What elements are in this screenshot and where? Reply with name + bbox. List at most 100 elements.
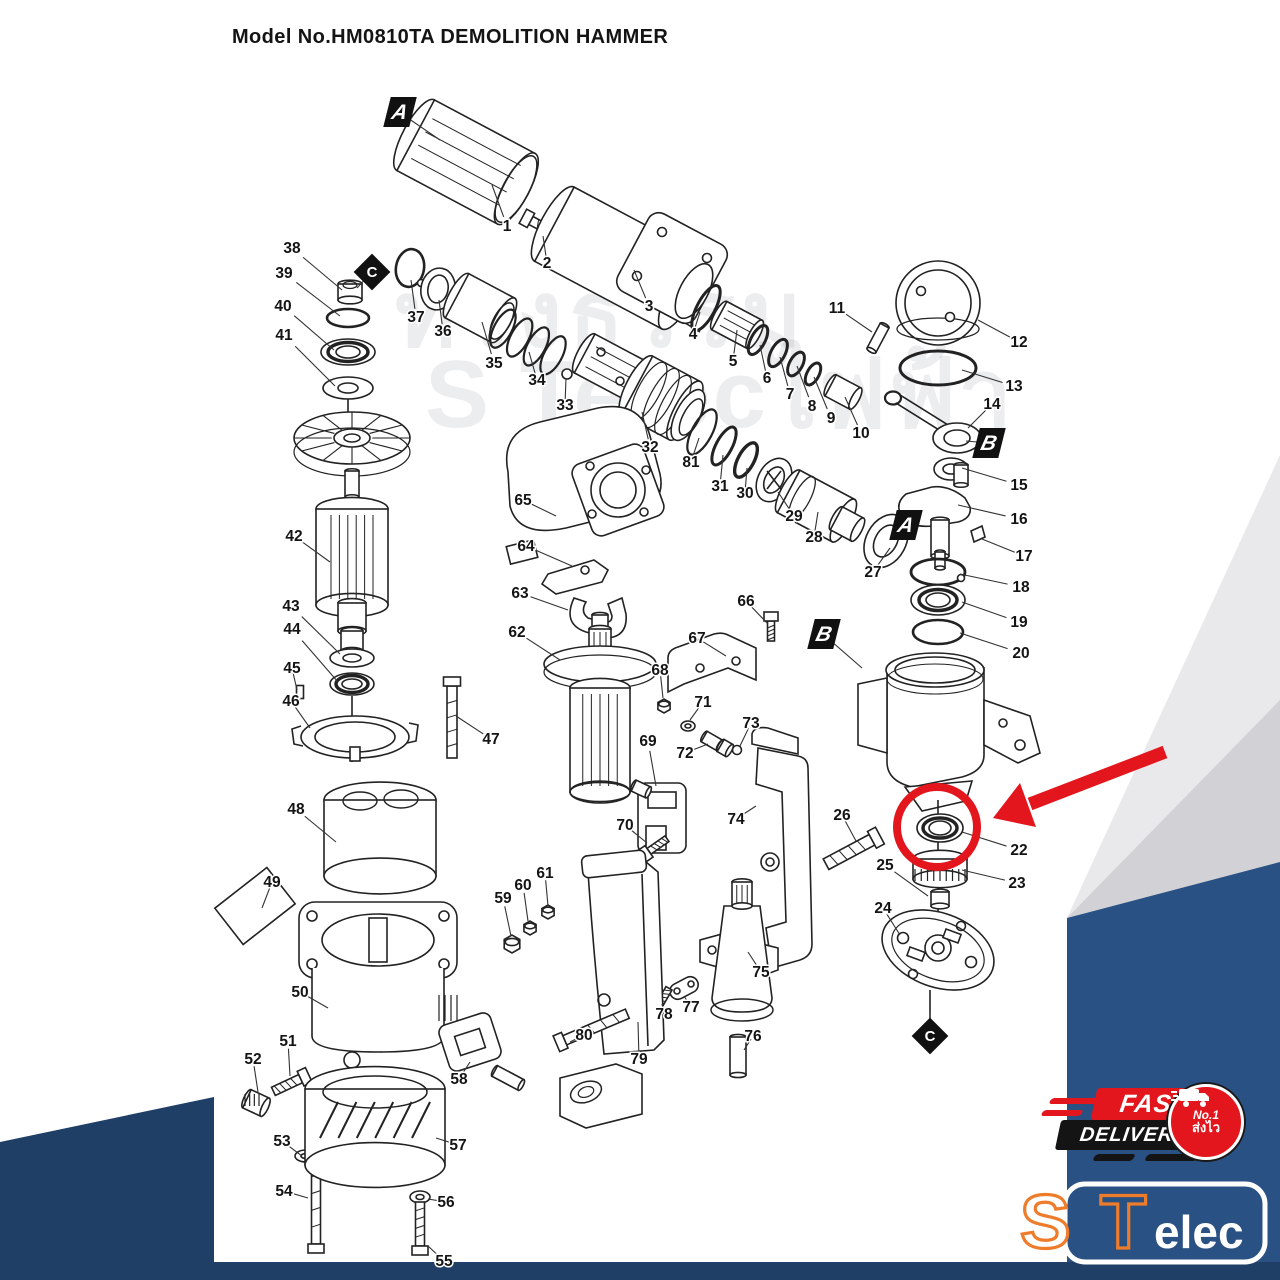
part-number-label: 69 — [639, 733, 657, 750]
part-number-label: 31 — [711, 478, 729, 495]
part-number-label: 19 — [1010, 614, 1028, 631]
part-number-label: 66 — [737, 593, 755, 610]
highlight-circle — [893, 783, 981, 871]
part-number-label: 79 — [630, 1051, 648, 1068]
gray-band — [1067, 700, 1280, 918]
part-number-label: 7 — [786, 386, 795, 403]
part-number-label: 60 — [514, 877, 531, 894]
navy-wedge — [0, 1097, 214, 1262]
part-number-label: 75 — [752, 964, 770, 981]
part-number-label: 42 — [285, 528, 302, 545]
speed-line-icon — [1040, 1110, 1084, 1116]
part-number-label: 61 — [536, 865, 554, 882]
part-number-label: 77 — [682, 999, 699, 1016]
part-number-label: 10 — [852, 425, 869, 442]
part-number-label: 27 — [864, 564, 881, 581]
part-number-label: 63 — [511, 585, 529, 602]
logo-elec: elec — [1154, 1206, 1244, 1258]
part-number-labels: 1234567891011121314151617181920222324252… — [243, 217, 1034, 1272]
svg-text:B: B — [813, 622, 834, 646]
stelec-logo: S T elec — [1016, 1178, 1278, 1266]
fast-delivery-badge: FAST DELIVERY No.1 ส่งไว — [1040, 1082, 1272, 1170]
part-number-label: 50 — [291, 984, 308, 1001]
part-number-label: 18 — [1012, 579, 1030, 596]
part-number-label: 47 — [482, 731, 499, 748]
part-number-label: 51 — [279, 1033, 297, 1050]
part-number-label: 37 — [407, 309, 424, 326]
part-number-label: 28 — [805, 529, 823, 546]
part-number-label: 14 — [983, 396, 1001, 413]
thai-fast-label: ส่งไว — [1191, 1119, 1221, 1135]
assembly-marker-a: A — [889, 510, 923, 540]
svg-text:A: A — [894, 513, 916, 537]
highlight-annotation — [893, 745, 1168, 871]
part-number-label: 39 — [275, 265, 293, 282]
stelec-logo-art: S T elec — [1018, 1178, 1268, 1266]
no1-label: No.1 — [1192, 1107, 1219, 1122]
part-number-label: 53 — [273, 1133, 291, 1150]
part-number-label: 34 — [528, 372, 546, 389]
leader-lines — [253, 184, 1015, 1259]
part-number-label: 15 — [1010, 477, 1028, 494]
part-number-label: 64 — [517, 538, 535, 555]
highlight-arrow-head — [993, 783, 1036, 827]
part-number-label: 44 — [283, 621, 301, 638]
part-number-label: 59 — [494, 890, 512, 907]
part-number-label: 49 — [263, 874, 281, 891]
logo-letter-s: S — [1020, 1180, 1071, 1265]
part-number-label: 33 — [556, 397, 574, 414]
part-number-label: 20 — [1012, 645, 1029, 662]
part-number-label: 16 — [1010, 511, 1028, 528]
logo-border — [1062, 1181, 1268, 1265]
part-number-label: 43 — [282, 598, 300, 615]
underline-bar — [1091, 1154, 1137, 1161]
part-number-label: 5 — [729, 353, 738, 370]
part-number-label: 3 — [645, 298, 654, 315]
assembly-marker-c: C — [353, 253, 391, 291]
part-number-label: 29 — [785, 508, 803, 525]
part-number-label: 13 — [1005, 378, 1023, 395]
part-number-label: 32 — [641, 439, 658, 456]
part-number-label: 71 — [694, 694, 712, 711]
assembly-marker-b: B — [807, 619, 841, 649]
part-number-label: 73 — [742, 715, 760, 732]
part-number-label: 70 — [616, 817, 633, 834]
part-number-label: 55 — [435, 1253, 453, 1270]
assembly-marker-b: B — [972, 428, 1006, 458]
part-drawings — [213, 98, 1041, 1256]
part-number-label: 2 — [543, 255, 552, 272]
svg-text:C: C — [925, 1028, 936, 1045]
part-number-label: 22 — [1010, 842, 1027, 859]
part-number-label: 68 — [651, 662, 669, 679]
part-number-label: 25 — [876, 857, 894, 874]
svg-text:C: C — [367, 264, 378, 281]
part-number-label: 45 — [283, 660, 301, 677]
assembly-marker-c: C — [911, 1017, 949, 1055]
part-number-label: 57 — [449, 1137, 466, 1154]
part-number-label: 24 — [874, 900, 892, 917]
part-number-label: 81 — [682, 454, 700, 471]
part-number-label: 41 — [275, 327, 293, 344]
part-number-label: 48 — [287, 801, 305, 818]
part-number-label: 78 — [655, 1006, 673, 1023]
assembly-markers: A A B B C C — [353, 97, 1006, 1055]
part-number-label: 46 — [282, 693, 300, 710]
part-number-label: 52 — [244, 1051, 261, 1068]
part-number-label: 26 — [833, 807, 851, 824]
part-number-label: 56 — [437, 1194, 455, 1211]
part-number-label: 76 — [744, 1028, 762, 1045]
assembly-marker-a: A — [383, 97, 417, 127]
logo-letter-t: T — [1100, 1180, 1146, 1265]
model-title: Model No.HM0810TA DEMOLITION HAMMER — [232, 26, 669, 48]
part-number-label: 8 — [808, 398, 817, 415]
navy-panel — [1067, 862, 1280, 1280]
part-number-label: 6 — [763, 370, 772, 387]
part-number-label: 72 — [676, 745, 693, 762]
part-number-label: 54 — [275, 1183, 293, 1200]
delivery-truck-icon — [1171, 1089, 1209, 1107]
highlight-arrow-shaft — [1027, 745, 1168, 811]
part-number-label: 38 — [283, 240, 301, 257]
part-number-label: 62 — [508, 624, 525, 641]
